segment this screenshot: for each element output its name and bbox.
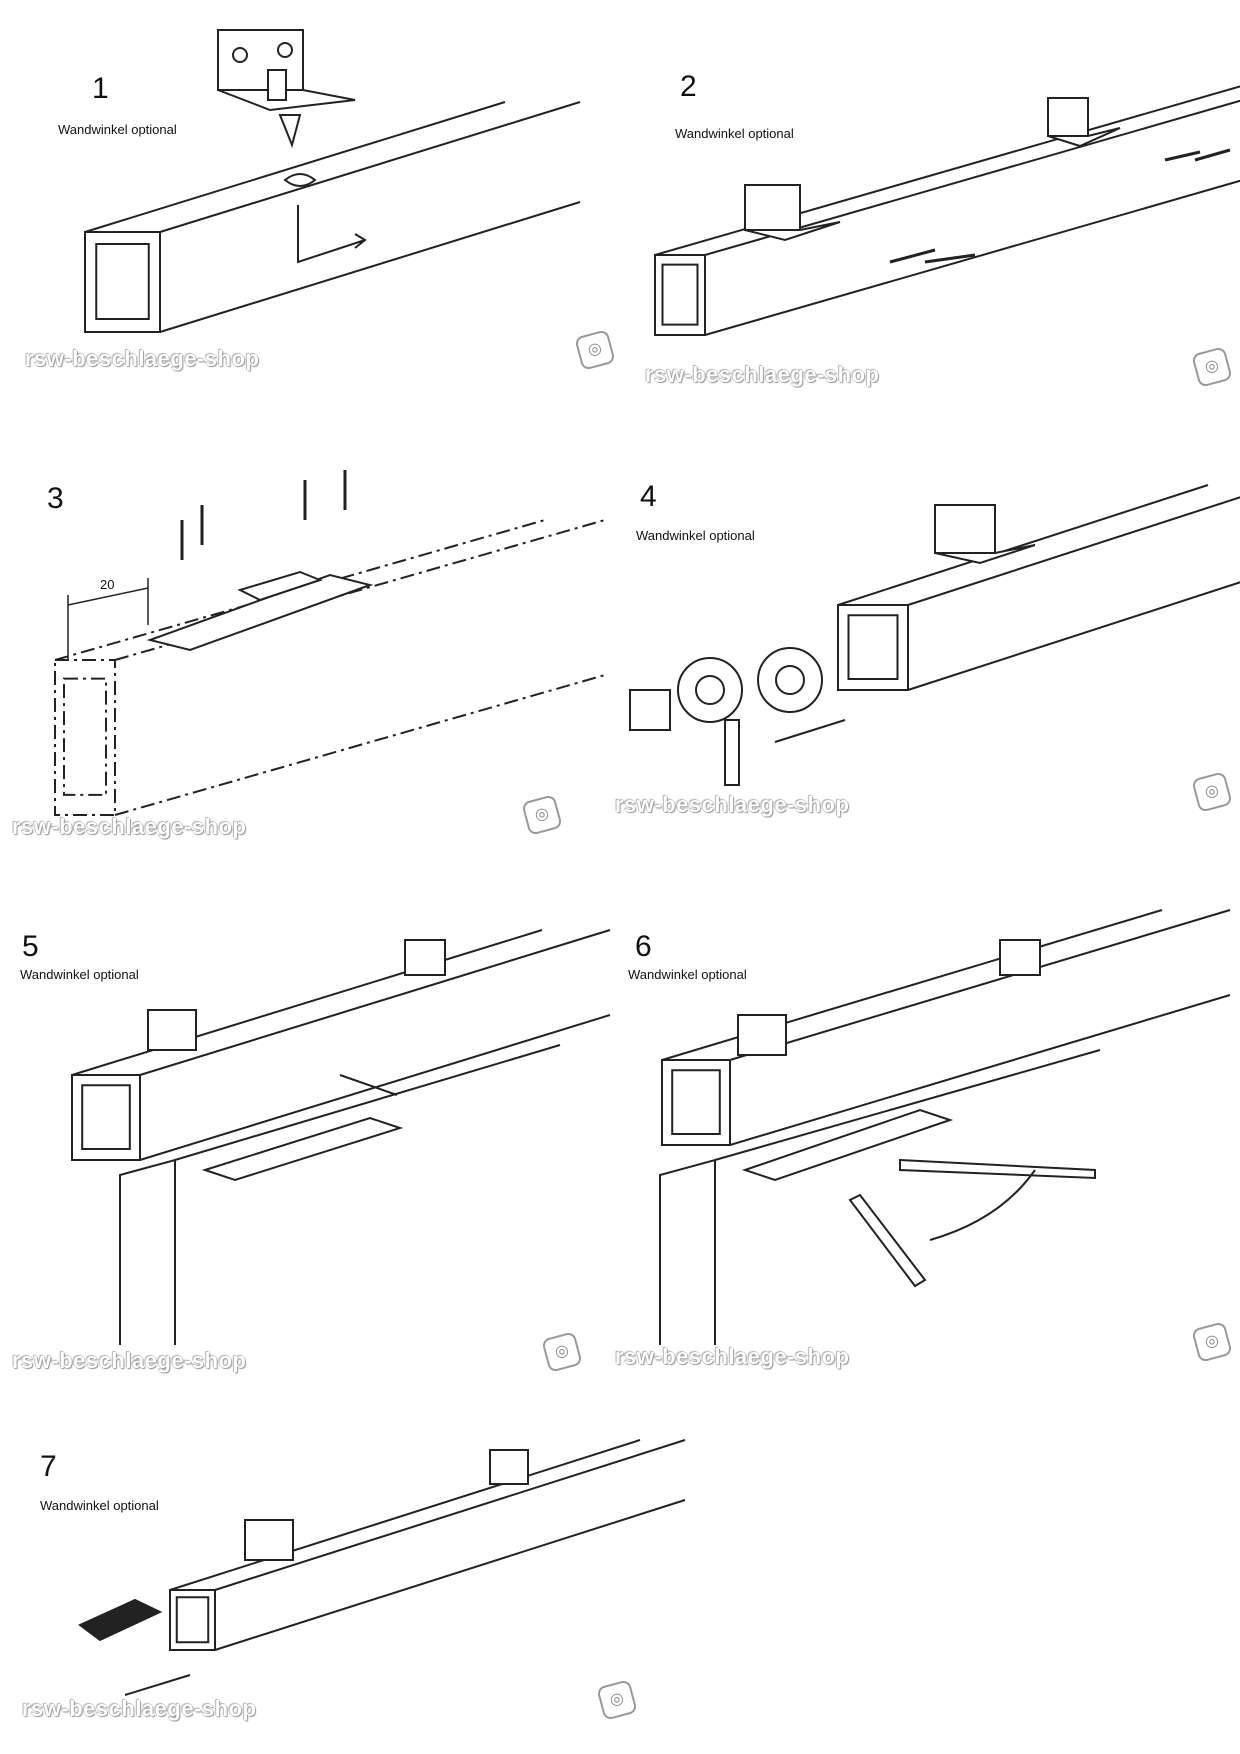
step-number-7: 7 [40,1450,57,1483]
watermark: rsw-beschlaege-shop [12,814,247,839]
rails [54,85,1240,1651]
step-caption-1: Wandwinkel optional [58,122,177,137]
doors [119,1044,1101,1345]
rail-7 [169,1439,686,1651]
rail-5 [71,929,611,1161]
arrow-right-7 [124,1674,191,1696]
rotate-arrow [929,1169,1036,1241]
step-number-2: 2 [680,70,697,103]
wall-bracket-2b [1047,97,1121,148]
wood-screws-3 [180,470,347,560]
keyhole-slot [283,173,317,187]
end-stop [78,1598,163,1642]
arrow-up-left-5 [339,1074,398,1096]
step-caption-7: Wandwinkel optional [40,1498,159,1513]
step-number-3: 3 [47,482,64,515]
step-caption-2: Wandwinkel optional [675,126,794,141]
step-caption-5: Wandwinkel optional [20,967,139,982]
brackets-7 [244,1449,529,1561]
door-plate-6 [741,1108,954,1182]
screws-2 [889,148,1231,264]
step-number-6: 6 [635,930,652,963]
rail-6 [661,909,1231,1146]
rail-4 [837,484,1240,691]
door-mounting-plate [146,570,374,652]
parts [67,29,1231,1696]
watermark: rsw-beschlaege-shop [615,792,850,817]
arrow-down-right [297,205,367,264]
brackets-6 [737,939,1041,1056]
door-plate-5 [201,1116,404,1182]
step-number-4: 4 [640,480,657,513]
wall-bracket-4 [934,504,1036,565]
step-caption-4: Wandwinkel optional [636,528,755,543]
watermark: rsw-beschlaege-shop [12,1348,247,1373]
step-caption-6: Wandwinkel optional [628,967,747,982]
dimension-line [67,578,149,660]
door-top-3 [54,519,606,816]
arrow-right-4 [774,719,846,743]
watermark: rsw-beschlaege-shop [615,1344,850,1369]
rail-1 [84,101,581,333]
watermark: rsw-beschlaege-shop [25,346,260,371]
watermark: rsw-beschlaege-shop [22,1696,257,1721]
step-number-1: 1 [92,72,109,105]
rail-2 [654,85,1240,336]
roller-trolley [629,647,823,786]
dimension-label: 20 [100,577,115,592]
wrenches [848,1158,1096,1288]
step-number-5: 5 [22,930,39,963]
wall-bracket-1 [217,29,356,149]
wall-bracket-2a [744,184,841,242]
brackets-5 [147,939,446,1051]
watermark: rsw-beschlaege-shop [645,362,880,387]
